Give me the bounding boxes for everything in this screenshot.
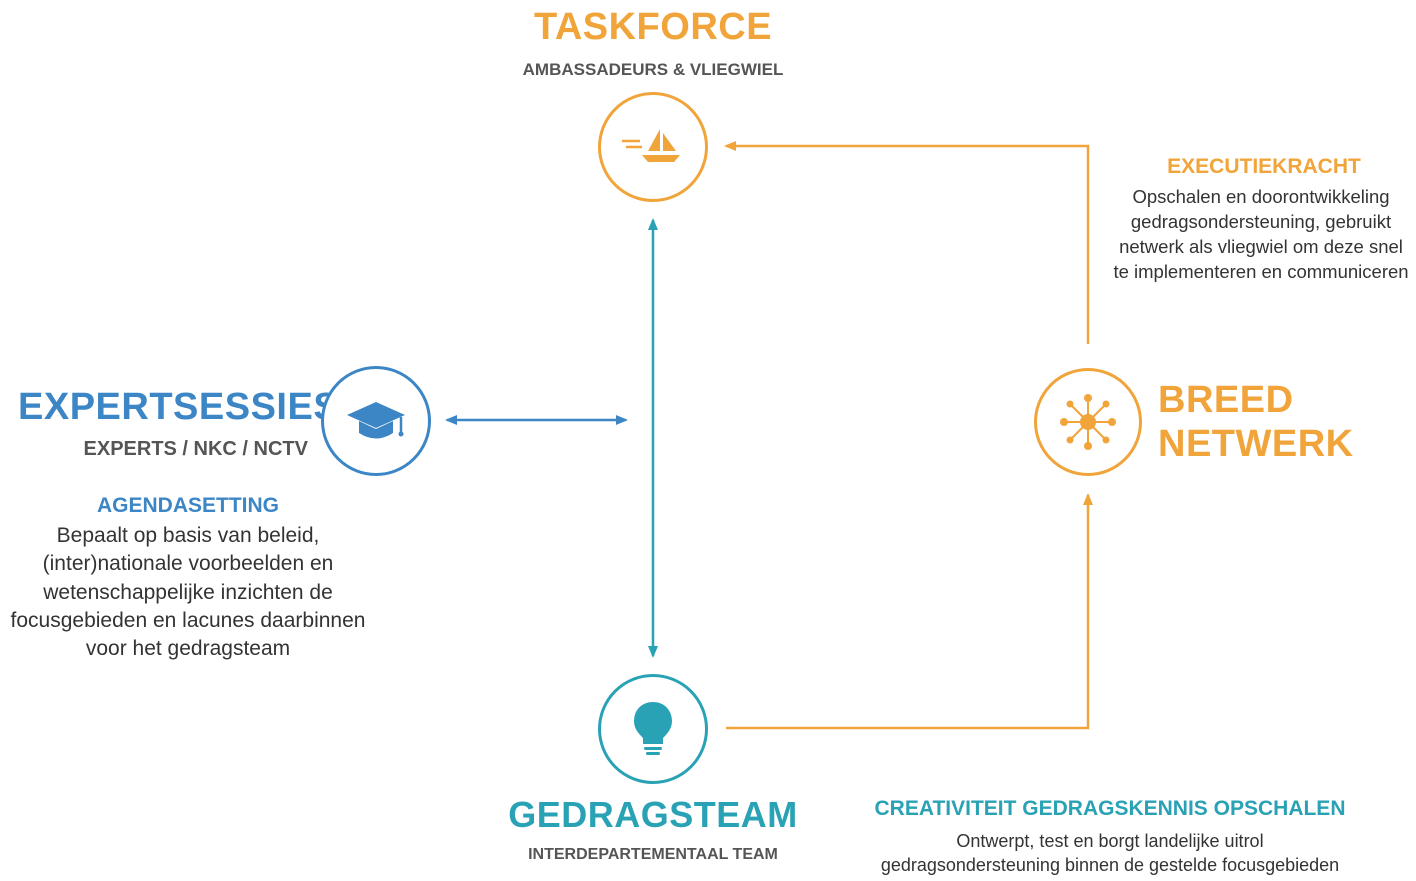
expertsessies-title: EXPERTSESSIES — [18, 386, 340, 428]
creativiteit-heading: CREATIVITEIT GEDRAGSKENNIS OPSCHALEN — [874, 797, 1346, 820]
gedragsteam-subtitle: INTERDEPARTEMENTAAL TEAM — [528, 846, 778, 863]
gedragsteam-title: GEDRAGSTEAM — [508, 794, 798, 835]
executiekracht-text: Opschalen en doorontwikkeling gedragsond… — [1113, 186, 1409, 282]
sailboat-icon — [622, 129, 680, 162]
taskforce-subtitle: AMBASSADEURS & VLIEGWIEL — [522, 60, 784, 79]
breed-netwerk-title-line2: NETWERK — [1158, 423, 1354, 465]
expertsessies-node — [321, 366, 431, 476]
executiekracht-heading: EXECUTIEKRACHT — [1167, 155, 1361, 178]
breed-netwerk-node — [1034, 368, 1142, 476]
expertsessies-subtitle: EXPERTS / NKC / NCTV — [83, 438, 308, 460]
creativiteit-text-line1: Ontwerpt, test en borgt landelijke uitro… — [956, 831, 1264, 851]
gedragsteam-node — [598, 674, 708, 784]
lightbulb-icon — [634, 702, 672, 755]
breed-netwerk-title-line1: BREED — [1158, 379, 1294, 421]
creativiteit-text-line2: gedragsondersteuning binnen de gestelde … — [880, 855, 1340, 875]
arrow-netwerk-to-taskforce — [724, 141, 1090, 344]
network-icon — [1060, 394, 1116, 450]
agendasetting-heading: AGENDASETTING — [96, 494, 279, 517]
taskforce-title: TASKFORCE — [533, 6, 773, 48]
arrow-gedragsteam-to-netwerk — [726, 493, 1093, 730]
graduation-cap-icon — [347, 402, 405, 439]
taskforce-node — [598, 92, 708, 202]
agendasetting-text: Bepaalt op basis van beleid, (inter)nati… — [10, 524, 366, 661]
